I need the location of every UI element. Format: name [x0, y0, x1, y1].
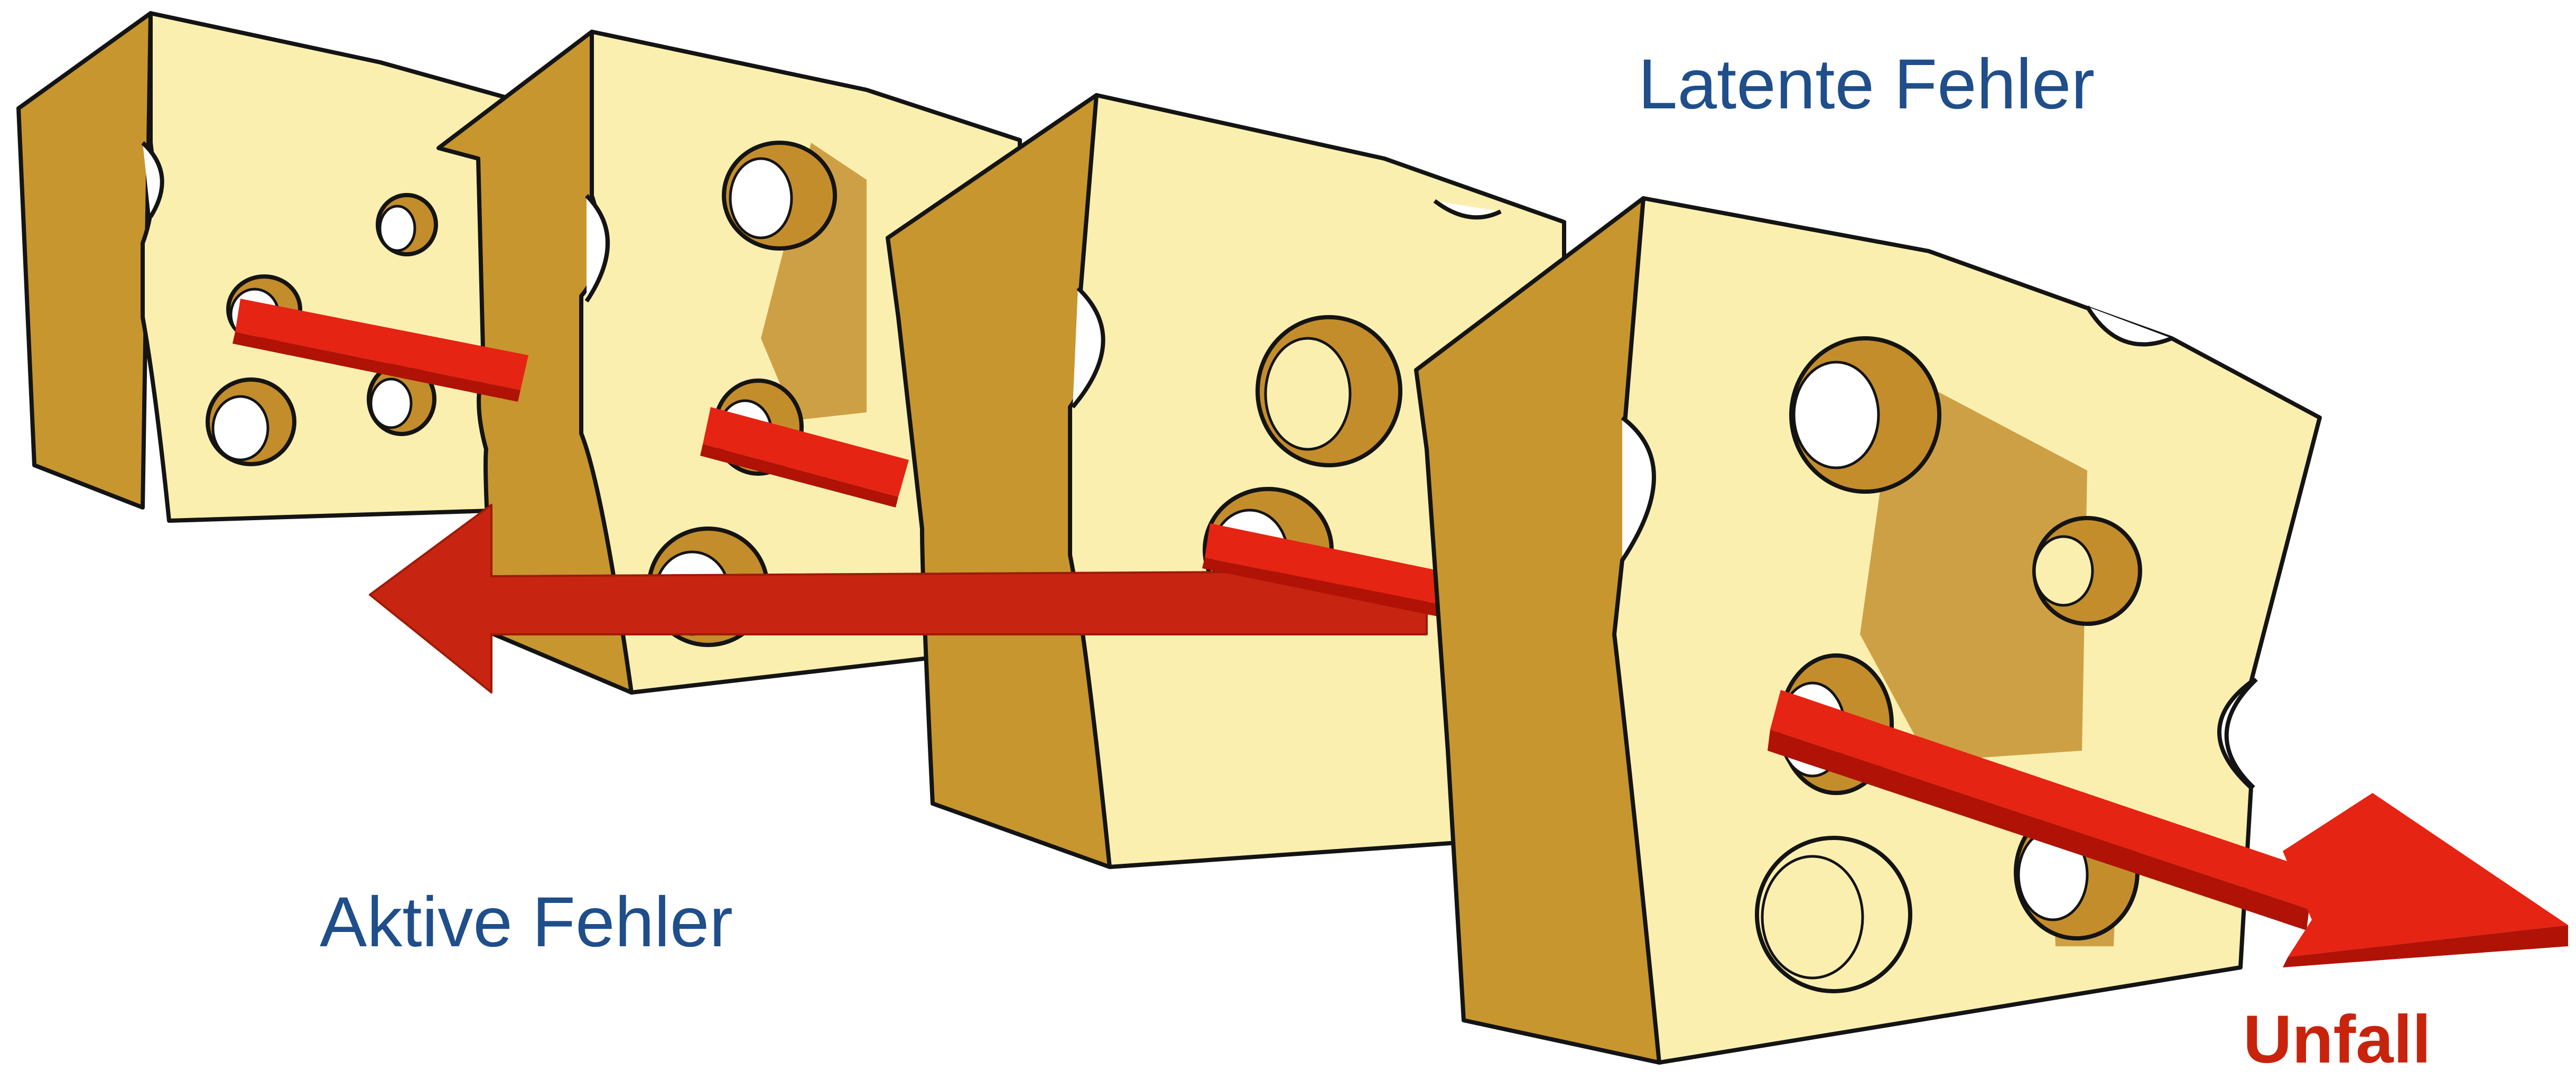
active-error-arrow [369, 504, 1428, 694]
cheese-slice-1 [16, 11, 509, 523]
accident-arrow [1768, 690, 2568, 967]
trajectory-rod-back [233, 299, 1453, 617]
accident-label: Unfall [2243, 1002, 2431, 1077]
cheese-slice-4 [1414, 196, 2322, 1065]
latent-errors-label: Latente Fehler [1638, 45, 2095, 124]
active-errors-label: Aktive Fehler [320, 883, 733, 962]
